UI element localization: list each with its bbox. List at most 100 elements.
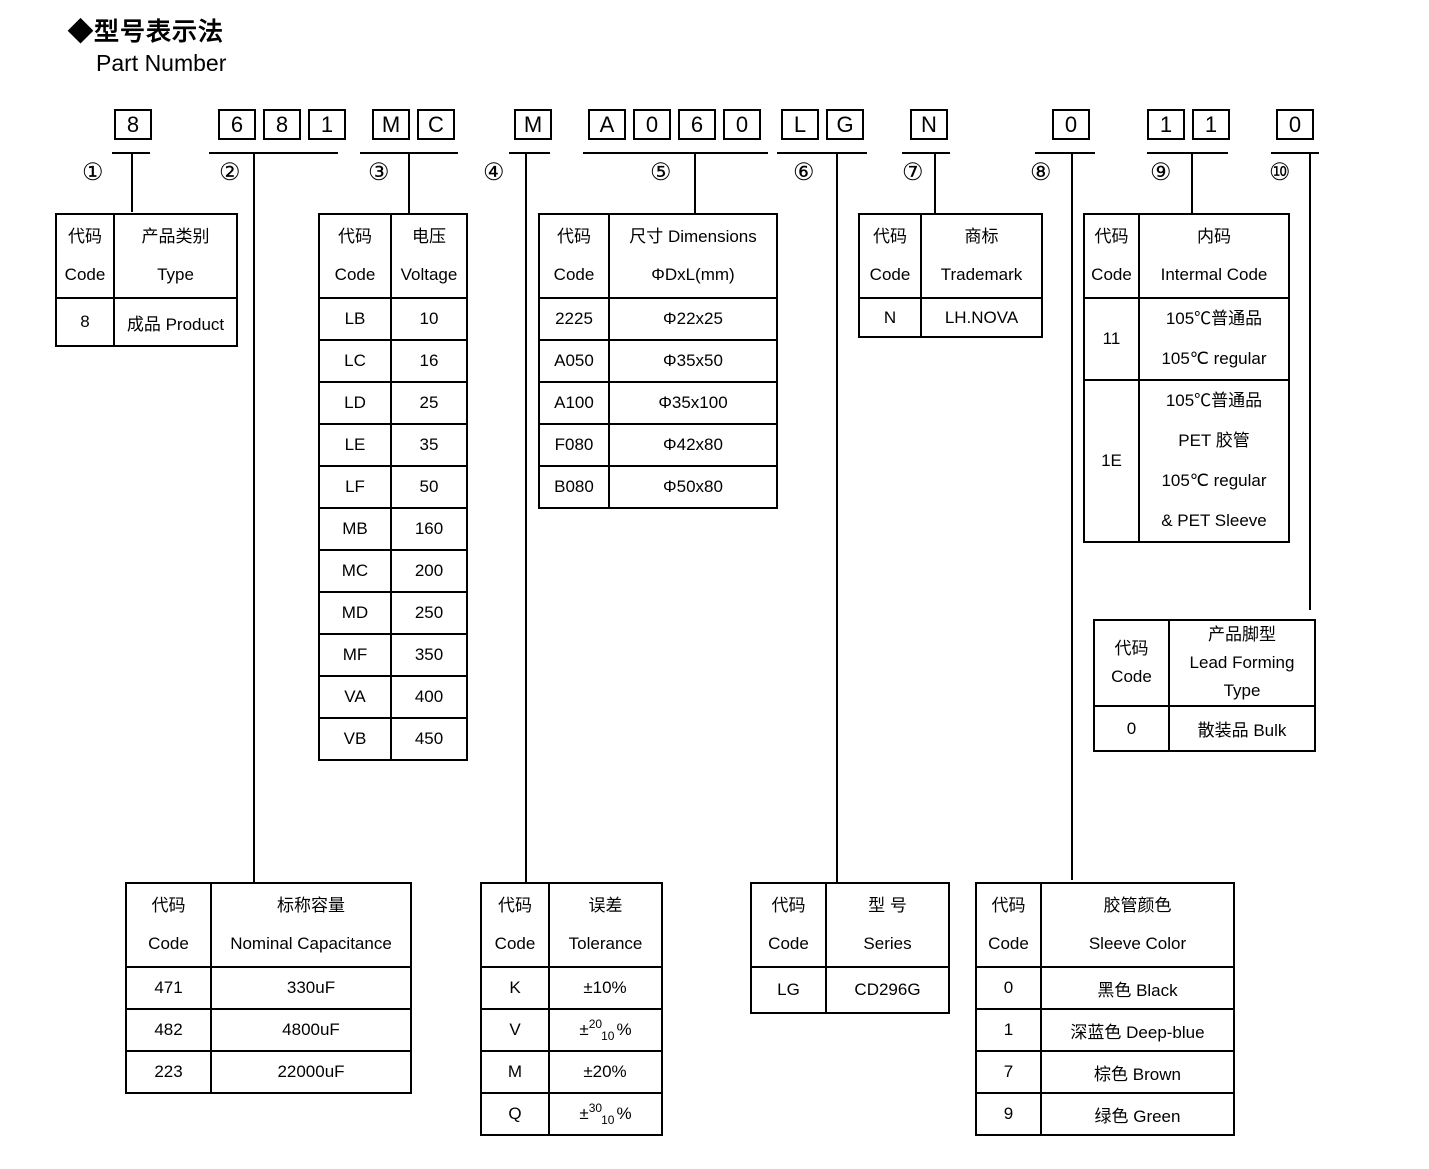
table-row: B080 Φ50x80 <box>538 465 778 509</box>
tolerance-sup: 30 <box>588 1101 603 1115</box>
part-code-char: 8 <box>114 109 152 140</box>
value-cell: 160 <box>390 507 468 551</box>
value-cell: 200 <box>390 549 468 593</box>
connector-line-4 <box>525 152 527 882</box>
voltage-header: 电压 Voltage <box>390 213 468 299</box>
table-row: F080 Φ42x80 <box>538 423 778 467</box>
value-cell: Φ35x100 <box>608 381 778 425</box>
part-code-group-10: 0 <box>1276 109 1314 140</box>
connector-line-6 <box>836 152 838 882</box>
table-row: 2225 Φ22x25 <box>538 297 778 341</box>
table-row: N LH.NOVA <box>858 297 1043 338</box>
code-cell: A050 <box>538 339 610 383</box>
value-cell: 250 <box>390 591 468 635</box>
table-row: A050 Φ35x50 <box>538 339 778 383</box>
value-cell: 绿色 Green <box>1040 1092 1235 1136</box>
marker-8: ⑧ <box>1030 159 1052 186</box>
code-cell: V <box>480 1008 550 1052</box>
code-header: 代码 Code <box>318 213 392 299</box>
code-cell: 0 <box>1093 705 1170 752</box>
part-code-char: 1 <box>1192 109 1230 140</box>
underline-7 <box>902 152 950 154</box>
series-header: 型 号 Series <box>825 882 950 968</box>
table-row: V ±2010% <box>480 1008 663 1052</box>
value-cell: 350 <box>390 633 468 677</box>
lead-forming-table: 代码 Code 产品脚型 Lead Forming Type 0 散装品 Bul… <box>1093 619 1316 752</box>
code-header: 代码 Code <box>1083 213 1140 299</box>
part-code-char: 0 <box>633 109 671 140</box>
connector-line-2 <box>253 152 255 882</box>
sleeve-color-table: 代码 Code 胶管颜色 Sleeve Color 0 黑色 Black 1 深… <box>975 882 1235 1136</box>
value-cell: 22000uF <box>210 1050 412 1094</box>
code-cell: LC <box>318 339 392 383</box>
code-cell: MD <box>318 591 392 635</box>
code-cell: 9 <box>975 1092 1042 1136</box>
code-header: 代码 Code <box>975 882 1042 968</box>
underline-10 <box>1271 152 1319 154</box>
part-code-char: 8 <box>263 109 301 140</box>
table-row: LD 25 <box>318 381 468 425</box>
table-row: LE 35 <box>318 423 468 467</box>
table-row: MF 350 <box>318 633 468 677</box>
connector-line-9 <box>1191 152 1193 213</box>
code-header: 代码 Code <box>1093 619 1170 707</box>
tolerance-main: ± <box>579 1020 589 1039</box>
code-cell: Q <box>480 1092 550 1136</box>
part-code-char: 0 <box>1052 109 1090 140</box>
part-code-char: 0 <box>723 109 761 140</box>
value-cell: LH.NOVA <box>920 297 1043 338</box>
code-header: 代码 Code <box>480 882 550 968</box>
marker-3: ③ <box>368 159 390 186</box>
value-cell: 4800uF <box>210 1008 412 1052</box>
tolerance-sub: 10 <box>601 1029 615 1043</box>
part-code-char: M <box>372 109 410 140</box>
code-cell: MB <box>318 507 392 551</box>
code-cell: 223 <box>125 1050 212 1094</box>
tolerance-main: ±10% <box>583 978 627 997</box>
value-cell: 105℃普通品 PET 胶管 105℃ regular & PET Sleeve <box>1138 379 1290 543</box>
code-cell: 471 <box>125 966 212 1010</box>
table-row: 7 棕色 Brown <box>975 1050 1235 1094</box>
code-header: 代码 Code <box>538 213 610 299</box>
code-cell: 1E <box>1083 379 1140 543</box>
underline-5 <box>583 152 768 154</box>
connector-line-1 <box>131 152 133 212</box>
part-code-char: 0 <box>1276 109 1314 140</box>
table-row: A100 Φ35x100 <box>538 381 778 425</box>
tolerance-header: 误差 Tolerance <box>548 882 663 968</box>
tolerance-main: ± <box>579 1104 589 1123</box>
table-row: LF 50 <box>318 465 468 509</box>
code-cell: 482 <box>125 1008 212 1052</box>
value-cell: Φ22x25 <box>608 297 778 341</box>
tolerance-post: % <box>616 1020 632 1039</box>
value-cell: ±2010% <box>548 1008 663 1052</box>
connector-line-7 <box>934 152 936 213</box>
code-cell: N <box>858 297 922 338</box>
code-cell: LF <box>318 465 392 509</box>
code-cell: MC <box>318 549 392 593</box>
tolerance-sub: 10 <box>601 1113 615 1127</box>
marker-4: ④ <box>483 159 505 186</box>
underline-9 <box>1147 152 1228 154</box>
code-cell: VA <box>318 675 392 719</box>
dimensions-header: 尺寸 Dimensions ΦDxL(mm) <box>608 213 778 299</box>
table-row: LG CD296G <box>750 966 950 1014</box>
value-cell: ±20% <box>548 1050 663 1094</box>
table-row: 0 黑色 Black <box>975 966 1235 1010</box>
page-title-en: Part Number <box>96 50 227 76</box>
marker-6: ⑥ <box>793 159 815 186</box>
capacitance-table: 代码 Code 标称容量 Nominal Capacitance 471 330… <box>125 882 412 1094</box>
value-cell: Φ50x80 <box>608 465 778 509</box>
table-row: LB 10 <box>318 297 468 341</box>
marker-5: ⑤ <box>650 159 672 186</box>
type-header: 产品类别 Type <box>113 213 238 299</box>
code-header: 代码 Code <box>55 213 115 299</box>
code-cell: 0 <box>975 966 1042 1010</box>
part-code-char: L <box>781 109 819 140</box>
value-cell: Φ42x80 <box>608 423 778 467</box>
